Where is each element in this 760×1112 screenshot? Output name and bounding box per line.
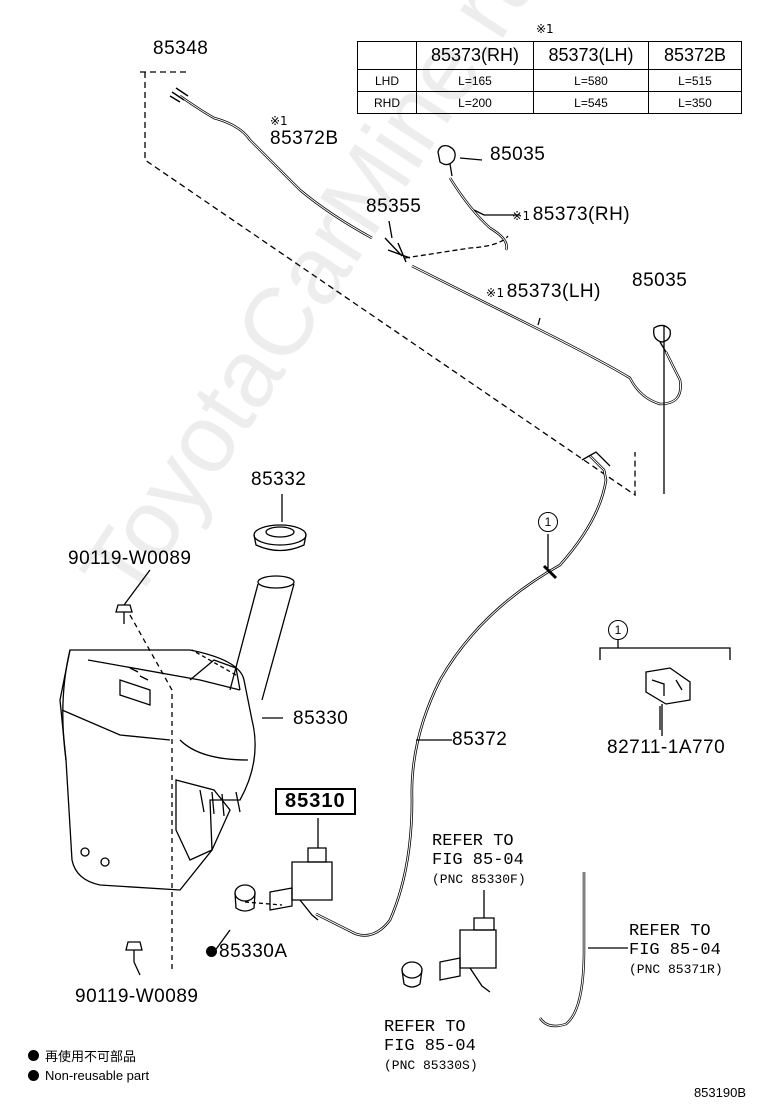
part-label-90119-bottom: 90119-W0089 [75,986,199,1007]
grommet-85330A [234,884,256,912]
legend-japanese-text: 再使用不可部品 [45,1050,137,1065]
part-note-mark-85372B: ※1 [270,114,288,128]
table-note-mark: ※1 [536,22,554,36]
table-cell: L=350 [648,91,742,114]
part-label-85348: 85348 [153,38,209,59]
non-reusable-dot-icon [206,946,217,957]
part-note-mark-85373LH: ※1 [486,286,505,300]
part-label-85372B: 85372B [270,128,339,149]
length-spec-table: 85373(RH) 85373(LH) 85372B LHD L=165 L=5… [357,41,742,114]
legend-japanese: 再使用不可部品 [28,1046,136,1065]
part-label-85355: 85355 [366,196,422,217]
table-cell: L=200 [416,91,534,114]
table-header-row: 85373(RH) 85373(LH) 85372B [357,41,742,70]
connector-85348 [169,87,189,103]
refer-line-3: (PNC 85330S) [384,1058,478,1073]
bolt-90119-bottom [125,941,143,962]
part-label-85330A-text: 85330A [219,941,288,962]
refer-line-1: REFER TO [629,922,711,941]
table-cell: RHD [357,91,417,114]
part-note-mark-85373RH: ※1 [512,209,531,223]
nozzle-85035-top [437,144,456,177]
legend-english: Non-reusable part [28,1068,149,1083]
hose-85371R [538,872,586,1028]
part-label-85330A: 85330A [206,941,288,963]
refer-line-2: FIG 85-04 [629,941,721,960]
refer-line-3: (PNC 85330F) [432,872,526,887]
part-label-85373LH-text: 85373(LH) [506,281,601,302]
pump-85310 [269,818,333,921]
table-cell: L=580 [533,69,649,92]
table-cell: L=165 [416,69,534,92]
part-label-85310-boxed: 85310 [275,788,356,815]
grommet-85330S [401,961,423,988]
part-label-85330: 85330 [293,708,349,729]
tank-85330 [59,575,295,891]
part-label-85035-top: 85035 [490,144,546,165]
refer-line-1: REFER TO [384,1018,466,1037]
refer-block-85330S: REFER TO FIG 85-04 (PNC 85330S) [384,1018,478,1075]
part-label-85332: 85332 [251,469,307,490]
hose-85373RH [448,177,508,251]
bolt-90119-top [115,604,133,624]
refer-block-85330F: REFER TO FIG 85-04 (PNC 85330F) [432,832,526,889]
refer-line-2: FIG 85-04 [384,1037,476,1056]
table-cell: LHD [357,69,417,92]
connector-85355 [384,237,411,263]
table-header-85373LH: 85373(LH) [533,41,649,70]
table-cell: L=515 [648,69,742,92]
nozzle-85035-right [653,324,671,353]
part-label-85035-right: 85035 [632,270,688,291]
table-header-corner [357,41,417,70]
connector-82711 [645,667,691,736]
part-label-82711: 82711-1A770 [607,737,726,758]
table-header-85372B: 85372B [648,41,742,70]
cap-85332 [253,524,307,552]
table-header-85373RH: 85373(RH) [416,41,534,70]
part-label-85373RH-text: 85373(RH) [532,204,631,225]
refer-line-3: (PNC 85371R) [629,962,723,977]
table-row: RHD L=200 L=545 L=350 [357,91,742,114]
legend-english-text: Non-reusable part [45,1068,150,1083]
part-label-85372: 85372 [452,729,508,750]
upper-dashed-frame [140,71,636,497]
pump-85330F [439,890,497,993]
callout-circle-2: 1 [608,620,628,640]
table-cell: L=545 [533,91,649,114]
refer-block-85371R: REFER TO FIG 85-04 (PNC 85371R) [629,922,723,979]
figure-id: 853190B [693,1085,746,1100]
non-reusable-dot-icon [28,1050,39,1061]
callout-circle-1: 1 [538,512,558,532]
part-label-90119-top: 90119-W0089 [68,548,192,569]
refer-line-1: REFER TO [432,832,514,851]
refer-line-2: FIG 85-04 [432,851,524,870]
non-reusable-dot-icon [28,1070,39,1081]
table-row: LHD L=165 L=580 L=515 [357,69,742,92]
